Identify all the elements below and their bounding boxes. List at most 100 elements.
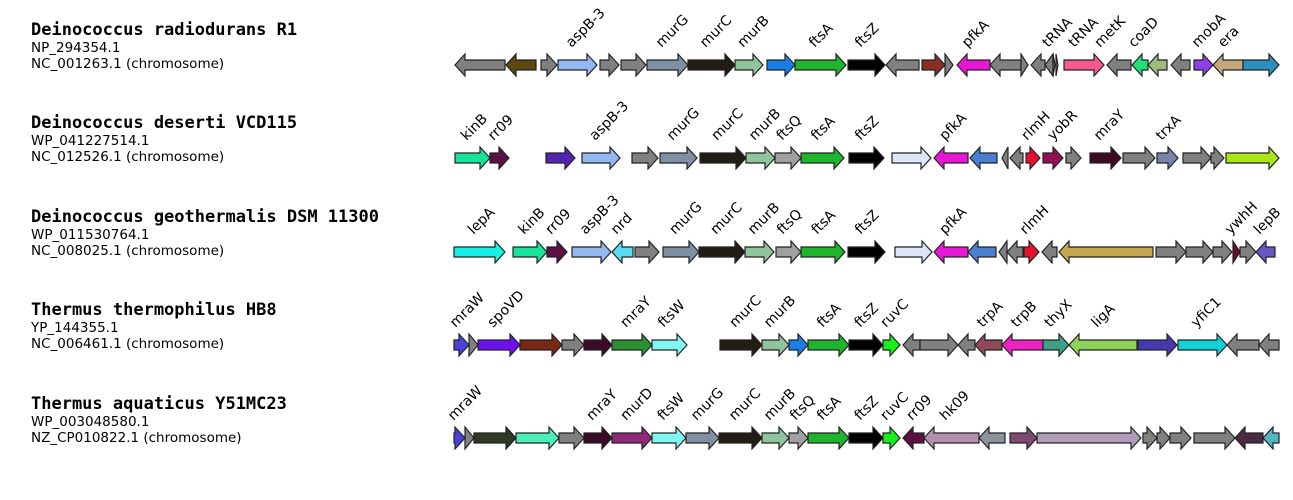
gene-arrow-rr09[interactable] xyxy=(902,425,925,451)
gene-arrow[interactable] xyxy=(1210,145,1225,171)
gene-arrow-murb[interactable] xyxy=(761,425,790,451)
gene-arrow[interactable] xyxy=(1058,239,1154,265)
gene-arrow[interactable] xyxy=(1212,239,1233,265)
gene-arrow[interactable] xyxy=(788,332,809,358)
gene-arrow[interactable] xyxy=(1170,52,1191,78)
gene-arrow-ftsz[interactable] xyxy=(848,145,885,171)
gene-arrow[interactable] xyxy=(505,52,537,78)
gene-arrow-murg[interactable] xyxy=(659,145,698,171)
gene-arrow[interactable] xyxy=(1185,239,1214,265)
gene-arrow[interactable] xyxy=(1137,332,1178,358)
gene-arrow-ftsa[interactable] xyxy=(800,239,846,265)
gene-arrow-thyx[interactable] xyxy=(1042,332,1070,358)
gene-arrow[interactable] xyxy=(902,332,921,358)
gene-arrow[interactable] xyxy=(558,425,585,451)
gene-arrow-murg[interactable] xyxy=(662,239,700,265)
gene-arrow[interactable] xyxy=(894,239,933,265)
gene-arrow-aspb-3[interactable] xyxy=(557,52,598,78)
gene-arrow-mraw[interactable] xyxy=(453,425,466,451)
gene-arrow[interactable] xyxy=(1182,145,1212,171)
gene-arrow-yobr[interactable] xyxy=(1042,145,1064,171)
gene-arrow[interactable] xyxy=(998,239,1008,265)
gene-arrow[interactable] xyxy=(1234,425,1264,451)
gene-arrow-metk[interactable] xyxy=(1063,52,1105,78)
gene-arrow[interactable] xyxy=(631,145,659,171)
gene-arrow[interactable] xyxy=(1225,145,1280,171)
gene-arrow[interactable] xyxy=(1009,425,1038,451)
gene-arrow-hk09[interactable] xyxy=(923,425,980,451)
gene-arrow[interactable] xyxy=(1169,425,1192,451)
gene-arrow-pfka[interactable] xyxy=(933,145,969,171)
gene-arrow-murb[interactable] xyxy=(734,52,764,78)
gene-arrow[interactable] xyxy=(766,52,796,78)
gene-arrow-ftsw[interactable] xyxy=(651,425,687,451)
gene-arrow-ftsq[interactable] xyxy=(774,145,802,171)
gene-arrow-lepb[interactable] xyxy=(1255,239,1276,265)
gene-arrow[interactable] xyxy=(1006,239,1024,265)
gene-arrow-coad[interactable] xyxy=(1131,52,1149,78)
gene-arrow-ftsa[interactable] xyxy=(794,52,847,78)
gene-arrow-murc[interactable] xyxy=(687,52,736,78)
gene-arrow[interactable] xyxy=(1009,145,1024,171)
gene-arrow-ftsa[interactable] xyxy=(807,332,850,358)
gene-arrow-mray[interactable] xyxy=(583,425,613,451)
gene-arrow-murc[interactable] xyxy=(719,332,763,358)
gene-arrow[interactable] xyxy=(921,52,946,78)
gene-arrow[interactable] xyxy=(1122,145,1156,171)
gene-arrow[interactable] xyxy=(969,145,998,171)
gene-arrow[interactable] xyxy=(1041,239,1058,265)
gene-arrow-murc[interactable] xyxy=(699,145,747,171)
gene-arrow-murc[interactable] xyxy=(698,239,746,265)
gene-arrow[interactable] xyxy=(1065,145,1082,171)
gene-arrow-trpa[interactable] xyxy=(974,332,1003,358)
gene-arrow[interactable] xyxy=(989,52,1022,78)
gene-arrow[interactable] xyxy=(515,425,560,451)
gene-arrow-pfka[interactable] xyxy=(956,52,991,78)
gene-arrow[interactable] xyxy=(1030,52,1046,78)
gene-arrow-mraw[interactable] xyxy=(453,332,470,358)
gene-arrow-ftsa[interactable] xyxy=(800,145,845,171)
gene-arrow[interactable] xyxy=(978,425,1006,451)
gene-arrow-trna[interactable] xyxy=(1055,53,1059,77)
gene-arrow-aspb-3[interactable] xyxy=(581,145,621,171)
gene-arrow-trpb[interactable] xyxy=(1001,332,1044,358)
gene-arrow[interactable] xyxy=(519,332,563,358)
gene-arrow[interactable] xyxy=(1142,425,1158,451)
gene-arrow-murb[interactable] xyxy=(744,239,775,265)
gene-arrow[interactable] xyxy=(885,52,920,78)
gene-arrow[interactable] xyxy=(473,425,517,451)
gene-arrow-rr09[interactable] xyxy=(489,145,510,171)
gene-arrow[interactable] xyxy=(599,52,620,78)
gene-arrow-murb[interactable] xyxy=(761,332,790,358)
gene-arrow[interactable] xyxy=(464,425,475,451)
gene-arrow[interactable] xyxy=(620,52,647,78)
gene-arrow[interactable] xyxy=(634,239,660,265)
gene-arrow[interactable] xyxy=(1020,51,1029,79)
gene-arrow-murb[interactable] xyxy=(745,145,776,171)
gene-arrow-pfka[interactable] xyxy=(933,239,969,265)
gene-arrow-murg[interactable] xyxy=(685,425,720,451)
gene-arrow[interactable] xyxy=(919,332,959,358)
gene-arrow[interactable] xyxy=(1044,52,1054,78)
gene-arrow-lepa[interactable] xyxy=(453,239,506,265)
gene-arrow-ftsz[interactable] xyxy=(847,239,886,265)
gene-arrow-murd[interactable] xyxy=(611,425,653,451)
gene-arrow-moba[interactable] xyxy=(1193,52,1214,78)
gene-arrow-ftsz[interactable] xyxy=(848,332,884,358)
gene-arrow-ftsz[interactable] xyxy=(847,52,886,78)
gene-arrow-yfic1[interactable] xyxy=(1177,332,1228,358)
gene-arrow-ftsq[interactable] xyxy=(775,239,802,265)
gene-arrow[interactable] xyxy=(967,239,997,265)
gene-arrow[interactable] xyxy=(1242,52,1280,78)
gene-arrow[interactable] xyxy=(944,52,954,78)
gene-arrow-murg[interactable] xyxy=(646,52,689,78)
gene-arrow-rr09[interactable] xyxy=(546,239,568,265)
gene-arrow[interactable] xyxy=(1239,239,1257,265)
gene-arrow-nrd[interactable] xyxy=(611,239,634,265)
gene-arrow-aspb-3[interactable] xyxy=(571,239,612,265)
gene-arrow-ftsq[interactable] xyxy=(788,425,809,451)
gene-arrow-ftsa[interactable] xyxy=(807,425,850,451)
gene-arrow-era[interactable] xyxy=(1212,52,1244,78)
gene-arrow[interactable] xyxy=(891,145,932,171)
gene-arrow-mray[interactable] xyxy=(611,332,653,358)
